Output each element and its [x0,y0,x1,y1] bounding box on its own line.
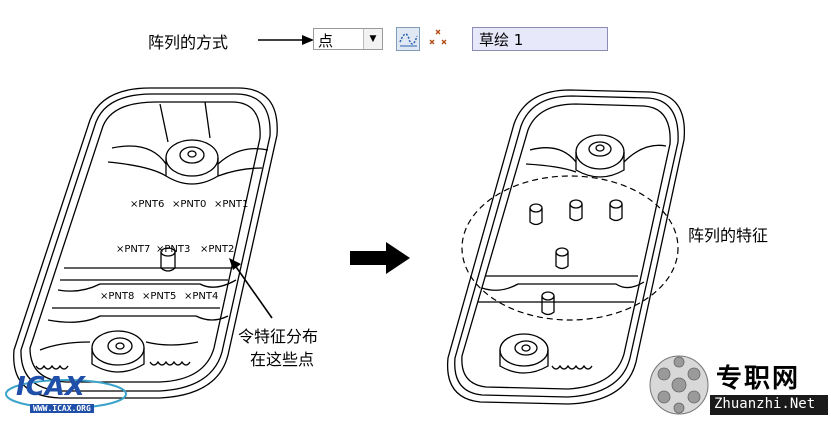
icax-url: WWW.ICAX.ORG [30,404,94,413]
points-callout-line1: 令特征分布 [238,327,319,346]
caption-arrow [258,35,314,45]
points-callout-line2: 在这些点 [250,350,315,369]
zhuanzhi-url: Zhuanzhi.Net [714,396,816,412]
sketch-select-button[interactable] [396,27,420,51]
pattern-type-dropdown[interactable]: 点 ▼ [313,28,383,50]
soccer-ball-icon [649,355,709,415]
pattern-method-caption: 阵列的方式 [148,33,229,52]
point-label: ×PNT6 [130,199,165,210]
point-label: ×PNT2 [200,244,235,255]
patterned-features-callout: 阵列的特征 [688,226,769,245]
point-label: ×PNT8 [100,291,135,302]
zhuanzhi-ball-logo [648,354,710,416]
point-label: ×PNT4 [184,291,219,302]
icax-logo-text: ICAX [16,372,85,402]
point-label: ×PNT0 [172,199,207,210]
sketch-curve-icon [399,33,418,47]
icax-logo: ICAX WWW.ICAX.ORG [2,370,130,418]
chevron-down-icon[interactable]: ▼ [363,29,382,49]
zhuanzhi-title: 专职网 [716,364,801,394]
point-label: ×PNT3 [156,244,191,255]
right-part-drawing [446,89,686,405]
points-callout-arrow [229,258,273,319]
left-part-drawing [13,87,278,399]
point-label: ×PNT1 [214,199,249,210]
pattern-type-value: 点 [318,32,334,50]
point-label: ×PNT7 [116,244,151,255]
point-select-button[interactable] [428,27,452,51]
transform-arrow-icon [350,242,410,274]
zhuanzhi-url-bar: Zhuanzhi.Net [710,395,828,415]
point-label: ×PNT5 [142,291,177,302]
scatter-points-icon [429,29,447,45]
sketch-name-field[interactable]: 草绘 1 [472,27,608,51]
